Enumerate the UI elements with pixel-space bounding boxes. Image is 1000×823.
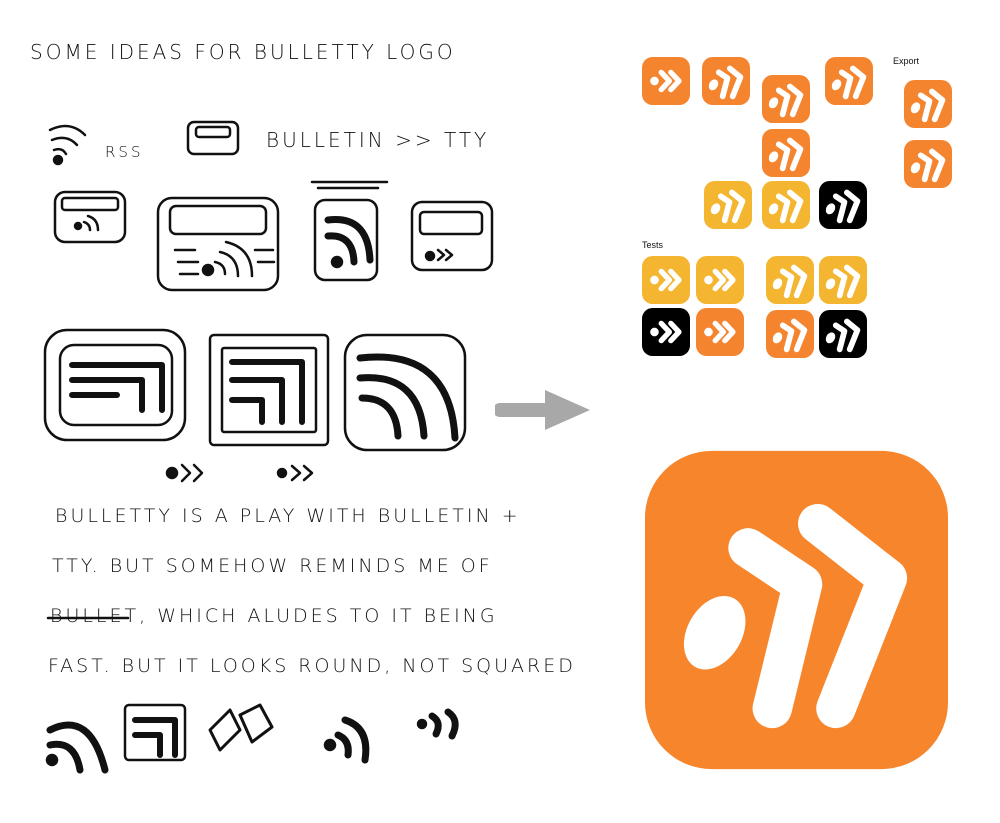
notes-title: Some ideas for Bulletty logo xyxy=(30,40,456,64)
bulletty-icon-tilted-yellow xyxy=(819,256,867,304)
bulletty-icon-tilted-orange xyxy=(904,140,952,188)
bulletty-icon-tilted-yellow xyxy=(704,181,752,229)
paragraph-line: fast. But it looks round, not squared xyxy=(48,655,576,677)
combo-label: Bulletin >> tty xyxy=(266,128,490,152)
bulletty-icon-tilted-orange xyxy=(766,310,814,358)
bulletty-icon-straight-yellow xyxy=(696,256,744,304)
bulletty-icon-straight-black xyxy=(642,308,690,356)
bulletty-icon-tilted-black xyxy=(819,181,867,229)
arrow-right-icon xyxy=(495,390,590,430)
paragraph-line: Bullet, which aludes to it being xyxy=(50,605,498,627)
bulletty-icon-tilted-orange xyxy=(825,57,873,105)
rss-label: RSS xyxy=(105,143,144,161)
paragraph-line: Bulletty is a play with Bulletin + xyxy=(55,505,521,527)
bulletty-icon-tilted-orange xyxy=(762,75,810,123)
underlined-word: Bullet xyxy=(50,605,140,627)
bulletty-icon-straight-yellow xyxy=(642,256,690,304)
bulletty-icon-straight-orange xyxy=(642,57,690,105)
rss-sketch xyxy=(48,124,87,166)
bulletty-icon-tilted-orange xyxy=(904,80,952,128)
box-sketch xyxy=(186,120,240,156)
export-label: Export xyxy=(893,56,920,66)
paragraph-line: tty. But somehow reminds me of xyxy=(52,555,493,577)
bulletty-icon-tilted-yellow xyxy=(766,256,814,304)
tests-label: Tests xyxy=(642,240,664,250)
bulletty-logo-large xyxy=(645,450,948,770)
bulletty-icon-straight-orange xyxy=(696,308,744,356)
bulletty-icon-tilted-orange xyxy=(762,129,810,177)
bulletty-icon-tilted-black xyxy=(819,310,867,358)
bulletty-icon-tilted-orange xyxy=(702,57,750,105)
bulletty-icon-tilted-yellow xyxy=(762,181,810,229)
